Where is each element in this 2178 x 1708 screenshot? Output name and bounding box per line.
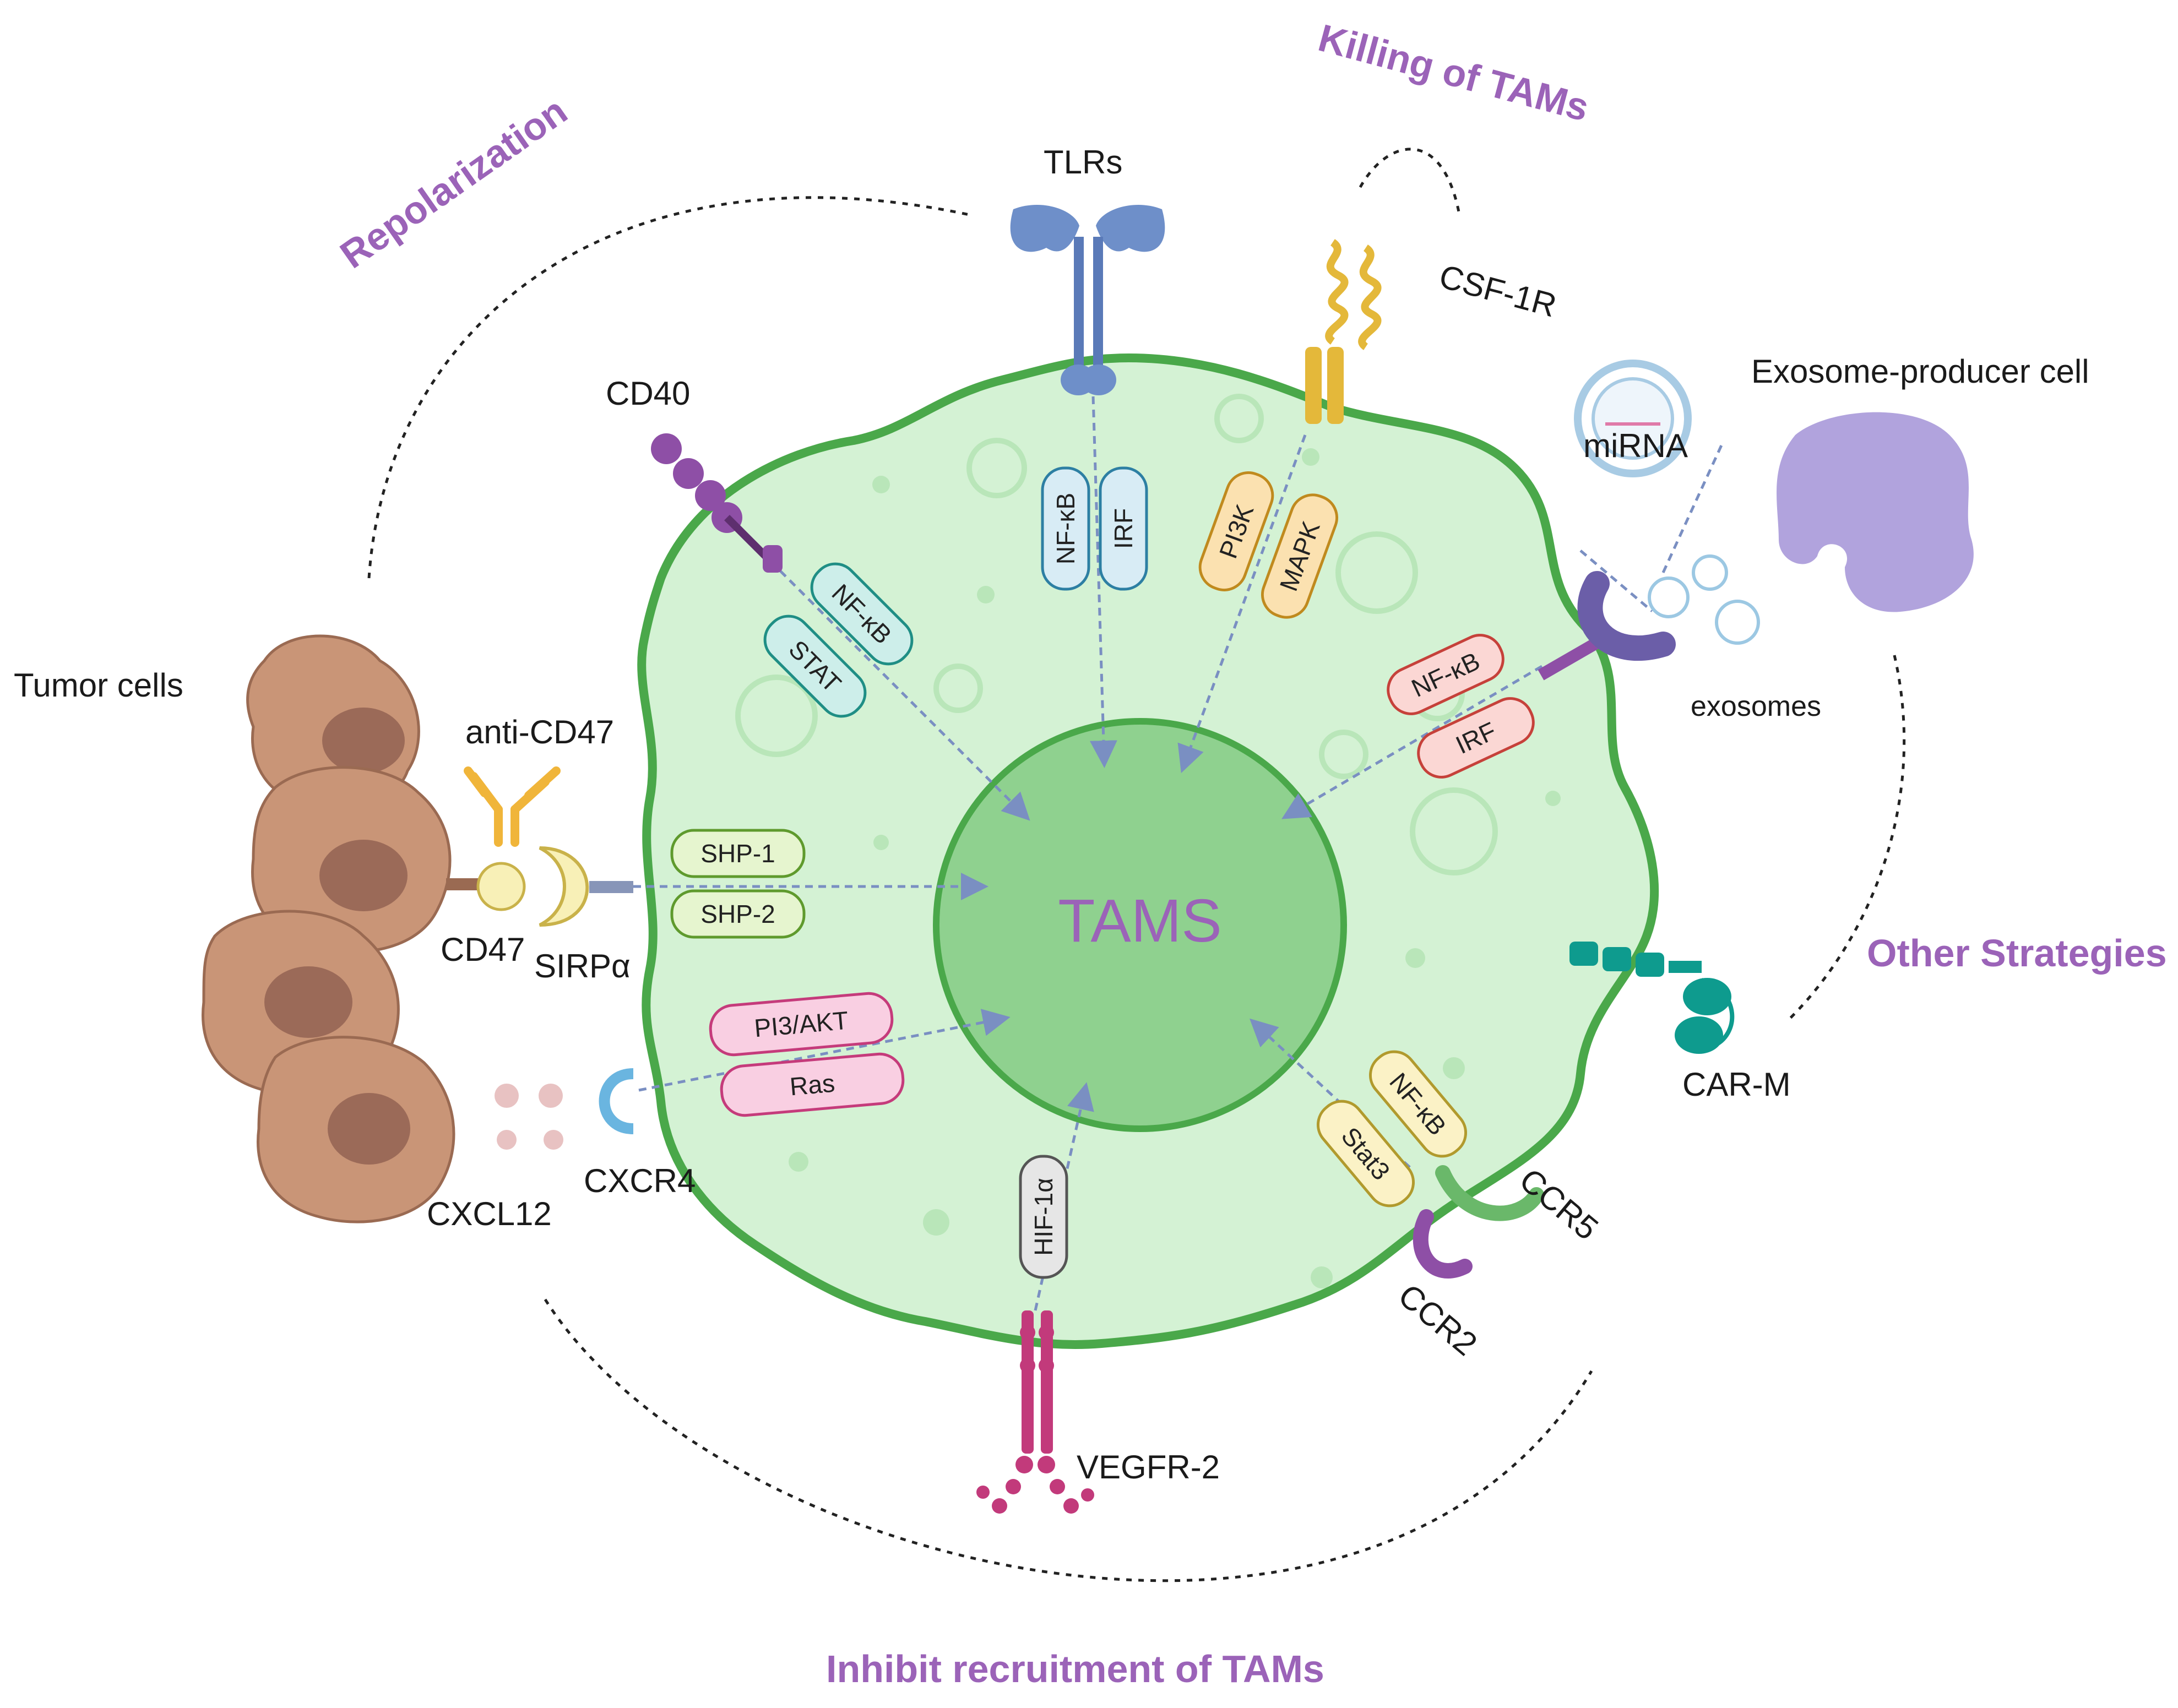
strategy-arcs [367,148,1906,1582]
shp1-pill: SHP-1 [700,839,775,868]
nucleus: TAMS [933,718,1347,1132]
tams-label: TAMS [1058,887,1221,955]
cd40-label: CD40 [606,375,690,412]
sirpa-label: SIRPα [534,948,631,984]
cxcr4-label: CXCR4 [584,1162,696,1199]
mirna-vesicle: miRNA [1574,360,1692,477]
killing-label: Killing of TAMs [1314,16,1593,129]
cd47-label: CD47 [441,931,525,968]
car-m-receptor [1569,942,1735,1054]
repolarization-arc [367,196,970,579]
tumor-cells-label: Tumor cells [14,667,183,704]
killing-arc [1359,148,1461,215]
granules [789,448,1561,1288]
pathway-pills: NF-κB IRF PI3K MAPK NF-κB STAT SHP-1 [670,466,1535,1279]
csf1r-label: CSF-1R [1436,258,1561,324]
exosome-receptor [1538,571,1676,681]
exosome-producer-label: Exosome-producer cell [1751,353,2089,390]
ras-pill: Ras [789,1069,836,1101]
hif1a-pill: HIF-1α [1029,1178,1058,1256]
anti-cd47-antibody [464,766,561,847]
exosome-producer-cell: Exosome-producer cell [1751,353,2089,612]
ccr2-label: CCR2 [1392,1277,1484,1363]
shp2-pill: SHP-2 [700,900,775,928]
cd40-receptor: CD40 [606,375,783,573]
vegfr2-label: VEGFR-2 [1077,1449,1220,1486]
cxcl12-cxcr4: CXCL12 CXCR4 [427,1068,696,1232]
car-m-label: CAR-M [1682,1066,1791,1103]
cxcl12-label: CXCL12 [427,1195,552,1232]
exosomes-label: exosomes [1691,690,1821,722]
inhibit-recruitment-arc [544,1298,1593,1582]
tumor-cells: Tumor cells [14,634,455,1223]
other-strategies-arc [1789,655,1906,1020]
repolarization-label: Repolarization [333,89,575,277]
inhibit-recruitment-label: Inhibit recruitment of TAMs [826,1647,1324,1690]
signal-arrows [633,396,1725,1311]
mirna-label: miRNA [1583,427,1688,464]
vegfr2-receptor [976,1310,1094,1514]
tlrs-label: TLRs [1044,144,1122,181]
exosomes [1648,554,1760,645]
anti-cd47-label: anti-CD47 [465,714,614,750]
other-strategies-label: Other Strategies [1867,932,2167,975]
cd47-sirpa: CD47 SIRPα [441,846,633,984]
tlr-nfkb-pill: NF-κB [1051,493,1080,564]
tlrs-receptor: TLRs [1010,144,1165,395]
tlr-irf-pill: IRF [1109,508,1138,549]
csf1r-receptor: CSF-1R [1305,239,1561,424]
